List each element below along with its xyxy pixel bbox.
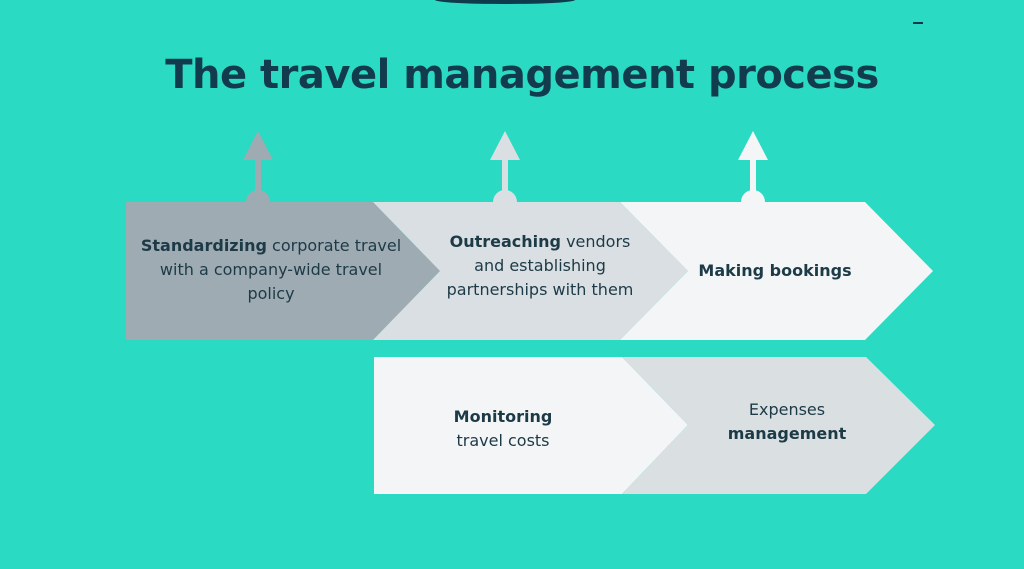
step-bold-text: management [727,424,847,443]
step-label-expenses: Expenses management [712,398,862,446]
step-text: Expenses [748,400,826,419]
step-label-standardizing: Standardizing corporate travel with a co… [136,234,406,306]
step-bold-text: Making bookings [698,261,852,280]
step-shape-standardizing [126,202,440,340]
step-label-bookings: Making bookings [680,259,870,283]
up-arrow-icon [738,131,768,214]
step-text: corporate travel with a company-wide tra… [159,236,402,303]
step-shape-monitoring [374,357,688,494]
top-decoration [435,0,575,4]
step-shape-bookings [620,202,933,340]
page-title: The travel management process [165,52,879,98]
dash-decoration [913,22,923,24]
step-bold-text: Monitoring [453,407,553,426]
up-arrow-icon [243,131,273,214]
step-text: vendors and establishing partnerships wi… [446,232,634,299]
up-arrow-icon [490,131,520,214]
step-bold-text: Outreaching [449,232,561,251]
step-text: travel costs [456,431,550,450]
step-shape-expenses [622,357,935,494]
step-shape-outreaching [373,202,688,340]
step-bold-text: Standardizing [140,236,267,255]
step-label-monitoring: Monitoring travel costs [443,405,563,453]
step-label-outreaching: Outreaching vendors and establishing par… [440,230,640,302]
